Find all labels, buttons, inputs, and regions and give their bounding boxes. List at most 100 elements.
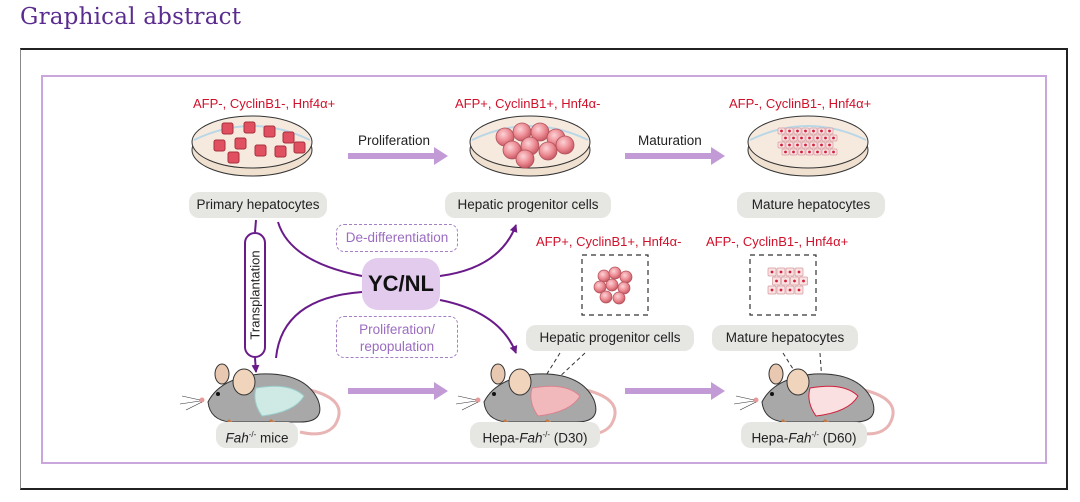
cell-nucleus [820,143,823,147]
mouse-whiskers [179,395,203,411]
repopulation-curve-left [275,291,363,359]
mouse-ear [232,368,256,396]
cell-nucleus [784,279,787,283]
cell-nucleus [808,150,811,154]
genotype: -/- [542,430,551,439]
cell-nucleus [820,129,823,133]
section-heading: Graphical abstract [20,4,242,30]
process-line-2: repopulation [359,339,435,354]
abstract-panel-border [41,75,1047,464]
repopulation-curve-right [439,299,518,354]
cell-nucleus [797,270,801,274]
mature-hepatocyte-sheet [777,127,838,156]
mature-markers: AFP-, CyclinB1-, Hnf4α+ [729,96,872,111]
mature-hepatocytes-label: Mature hepatocytes [737,192,885,218]
cell-nucleus [796,143,799,147]
gene-name: Fah [788,430,812,446]
mouse-tail [853,388,895,436]
mouse-transition-arrow-1 [348,382,448,400]
progenitor-cells-label: Hepatic progenitor cells [445,192,611,218]
transplantation-pill: Transplantation [244,232,266,358]
mouse-whiskers [733,395,757,411]
cell-nucleus [792,136,795,140]
cell-nucleus [793,279,796,283]
cell-nucleus [824,136,827,140]
progenitor-inset-spheres [593,266,633,305]
mouse-tail [299,388,341,436]
inset-mature-label: Mature hepatocytes [712,325,858,351]
hepa-fah-d30-label: Hepa-Fah-/- (D30) [470,422,600,448]
cell-nucleus [788,288,792,292]
cell-nucleus [802,279,805,283]
dedifferentiation-curve-left [277,221,363,277]
genotype: -/- [248,430,257,439]
maturation-label: Maturation [638,133,702,148]
inset-progenitor-label: Hepatic progenitor cells [526,325,694,351]
cell-nucleus [832,150,835,154]
cell-nucleus [788,129,791,133]
cell-nucleus [804,143,807,147]
cell-nucleus [784,150,787,154]
cell-nucleus [828,143,831,147]
gene-name: Fah [519,430,543,446]
label-suffix: (D60) [819,430,857,446]
cell-nucleus [788,270,792,274]
mouse-nose [753,397,759,403]
hepa-fah-d30-mouse-illustration [455,363,617,436]
cell-nucleus [792,150,795,154]
mouse-whiskers [455,395,479,411]
cell-nucleus [779,288,783,292]
progenitor-markers: AFP+, CyclinB1+, Hnf4α- [455,96,601,111]
mouse-transition-arrow-2 [625,382,725,400]
mouse-ear-back [490,363,506,385]
cell-nucleus [812,129,815,133]
cell-nucleus [796,129,799,133]
label-suffix: mice [256,430,289,446]
label-prefix: Hepa- [751,430,789,446]
cell-nucleus [812,143,815,147]
mouse-ear [508,368,532,396]
mouse-ear [786,368,810,396]
mouse-nose [199,397,205,403]
cell-nucleus [816,150,819,154]
fah-mouse-illustration [179,363,341,436]
transplantation-label: Transplantation [247,250,263,340]
genotype: -/- [811,430,820,439]
cell-nucleus [784,136,787,140]
mouse-nose [475,397,481,403]
figure-frame [20,48,1068,490]
progenitor-cell-spheres [495,122,575,169]
transplantation-arrow [251,357,260,373]
proliferation-repopulation-box: Proliferation/ repopulation [336,316,458,358]
primary-hepatocyte-cells [213,121,306,164]
proliferation-arrow [348,147,448,165]
cell-nucleus [800,136,803,140]
fah-mice-label: Fah-/- mice [216,422,298,448]
cell-nucleus [828,129,831,133]
mature-inset-cells [767,267,808,295]
cell-nucleus [804,129,807,133]
gene-name: Fah [225,430,249,446]
cell-nucleus [824,150,827,154]
transplantation-line-top [254,219,257,233]
hepa-fah-d60-label: Hepa-Fah-/- (D60) [741,422,867,448]
dedifferentiation-curve-right [439,224,518,277]
proliferation-label: Proliferation [358,133,431,148]
dedifferentiation-box: De-differentiation [336,224,458,252]
maturation-arrow [625,147,725,165]
cell-nucleus [775,279,778,283]
cell-nucleus [832,136,835,140]
cell-nucleus [779,270,783,274]
mouse-eye [770,392,774,396]
cell-nucleus [816,136,819,140]
mouse-liver [254,385,305,417]
mouse-ear-back [768,363,784,385]
primary-hepatocytes-label: Primary hepatocytes [189,192,327,218]
cell-nucleus [800,150,803,154]
mouse-liver [530,385,581,417]
cell-nucleus [780,129,783,133]
cell-nucleus [788,143,791,147]
cell-nucleus [797,288,801,292]
label-prefix: Hepa- [482,430,520,446]
